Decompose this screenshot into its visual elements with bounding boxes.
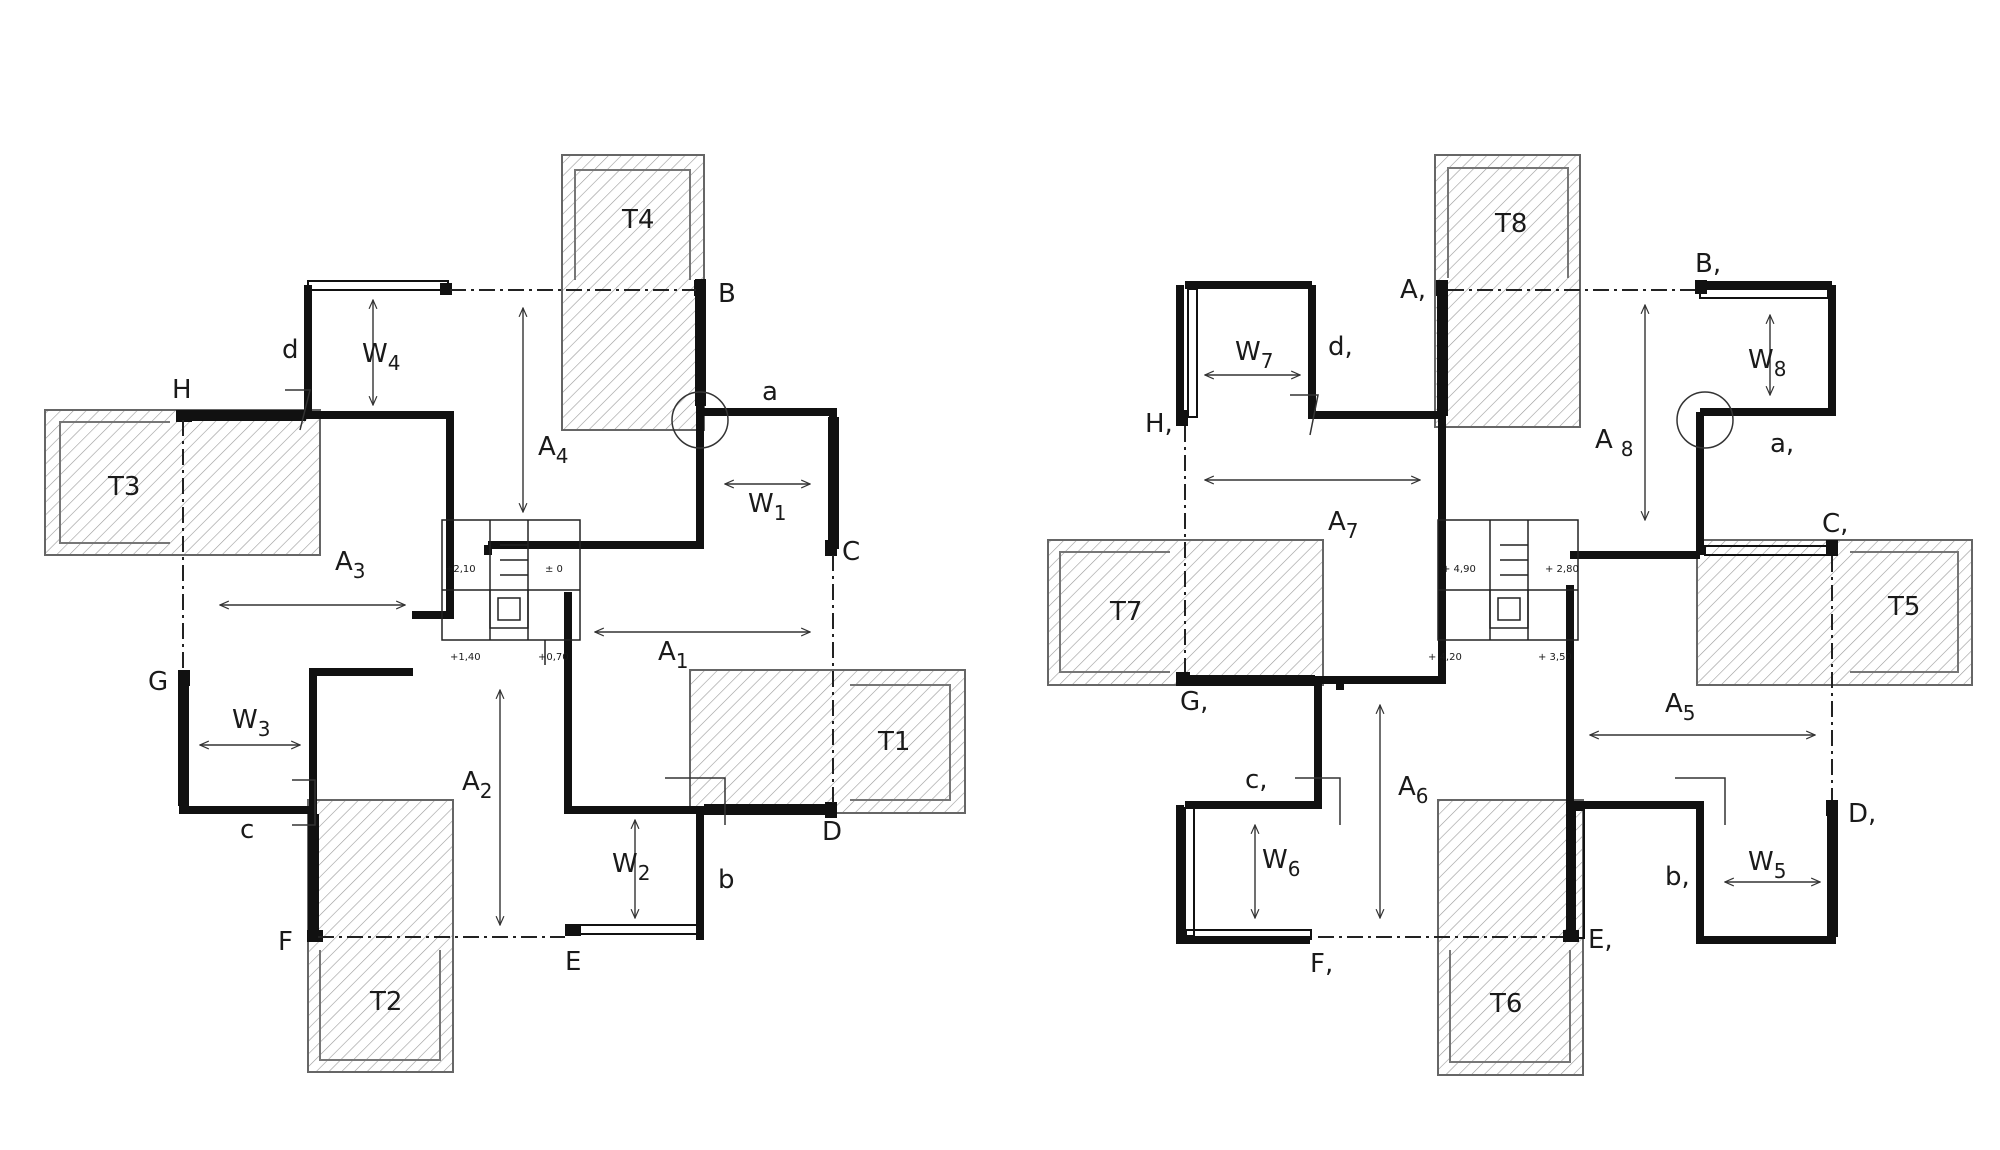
left-stair: [441, 519, 581, 665]
label-w6: W6: [1262, 845, 1300, 881]
label-a2: A2: [462, 767, 493, 803]
left-dimensions: [200, 300, 810, 925]
label-corner-b: B: [718, 279, 736, 309]
label-door-c1: c,: [1245, 765, 1268, 795]
label-w5: W5: [1748, 847, 1786, 883]
label-t2: T2: [369, 987, 402, 1017]
right-posts: [1176, 280, 1838, 942]
label-a4: A4: [538, 432, 569, 468]
label-corner-a1: A,: [1400, 275, 1426, 305]
label-a3: A3: [335, 547, 366, 583]
left-plan: T4 T3 T1 T2 A4 A3 A1 A2 W4 W1 W3 W2 B C …: [44, 154, 966, 1073]
terrace-t4: [561, 154, 705, 431]
label-t5: T5: [1887, 592, 1920, 622]
label-door-b: b: [718, 865, 735, 895]
level-right-2: + 2,80: [1545, 564, 1579, 575]
label-t3: T3: [107, 472, 140, 502]
label-door-d: d: [282, 335, 299, 365]
level-left-4: +0,70: [538, 652, 569, 663]
label-w2: W2: [612, 849, 650, 885]
label-w3: W3: [232, 705, 270, 741]
label-corner-g1: G,: [1180, 687, 1208, 717]
left-posts: [176, 280, 837, 942]
level-right-3: + 4,20: [1428, 652, 1462, 663]
label-corner-d: D: [822, 817, 842, 847]
level-right-4: + 3,50: [1538, 652, 1572, 663]
label-door-d1: d,: [1328, 332, 1353, 362]
label-t7: T7: [1109, 597, 1142, 627]
level-left-3: +1,40: [450, 652, 481, 663]
level-left-1: +2,10: [445, 564, 476, 575]
label-corner-e: E: [565, 947, 581, 977]
label-a6: A6: [1398, 772, 1429, 808]
level-left-2: ± 0: [545, 564, 563, 575]
right-boundaries: [1184, 289, 1833, 938]
label-corner-h1: H,: [1145, 409, 1173, 439]
label-a5: A5: [1665, 689, 1696, 725]
label-corner-f: F: [278, 927, 293, 957]
left-windows: [178, 279, 839, 941]
right-plan: T8 T7 T5 T6 A8 A7 A5 A6 W7 W8 W6 W5 A, B…: [1047, 154, 1973, 1076]
label-corner-d1: D,: [1848, 799, 1876, 829]
right-door-marks: [1290, 391, 1734, 825]
label-w7: W7: [1235, 337, 1273, 373]
label-corner-e1: E,: [1588, 925, 1613, 955]
label-t8: T8: [1494, 209, 1527, 239]
label-door-c: c: [240, 815, 254, 845]
label-w8: W8: [1748, 345, 1786, 381]
label-corner-g: G: [148, 667, 168, 697]
label-t6: T6: [1489, 989, 1522, 1019]
right-dimensions: [1205, 305, 1820, 918]
label-corner-h: H: [172, 375, 192, 405]
label-door-a1: a,: [1770, 429, 1794, 459]
label-corner-c1: C,: [1822, 509, 1848, 539]
label-door-b1: b,: [1665, 862, 1690, 892]
label-t4: T4: [621, 205, 654, 235]
label-t1: T1: [877, 727, 910, 757]
terrace-t5: [1696, 539, 1973, 686]
left-door-marks: [285, 389, 729, 826]
label-w1: W1: [748, 489, 786, 525]
label-a1: A1: [658, 637, 689, 673]
left-walls: [179, 285, 837, 940]
left-boundaries: [182, 289, 834, 938]
label-corner-c: C: [842, 537, 860, 567]
level-right-1: + 4,90: [1442, 564, 1476, 575]
label-corner-b1: B,: [1695, 249, 1721, 279]
label-a7: A7: [1328, 507, 1359, 543]
label-w4: W4: [362, 339, 400, 375]
label-corner-f1: F,: [1310, 949, 1333, 979]
right-stair: [1437, 519, 1579, 641]
terrace-t1: [689, 669, 966, 814]
label-door-a: a: [762, 377, 778, 407]
